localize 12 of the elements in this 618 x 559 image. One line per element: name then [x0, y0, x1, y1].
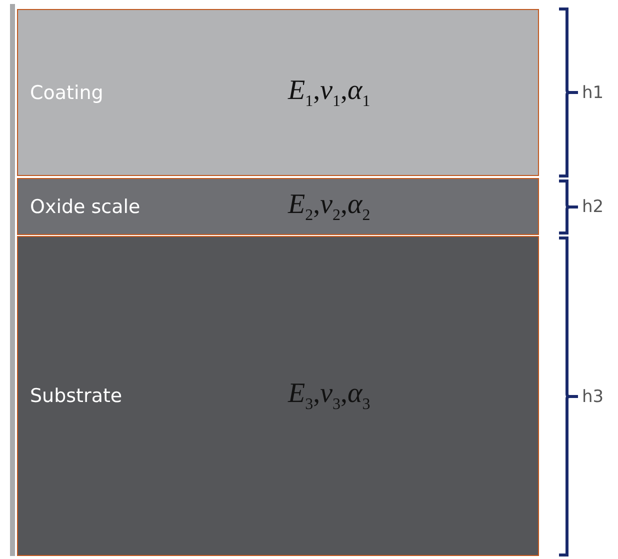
layer-box [17, 9, 539, 176]
material-properties: E$_{3}$,v$_{3}$,α$_{3}$ [288, 378, 370, 414]
layer-box [17, 236, 539, 556]
layer-box [17, 178, 539, 235]
layer-name: Substrate [30, 385, 122, 407]
height-label: h2 [582, 197, 604, 217]
material-properties: E$_{1}$,v$_{1}$,α$_{1}$ [288, 74, 370, 110]
layer-name: Oxide scale [30, 196, 140, 218]
height-label: h1 [582, 82, 604, 102]
height-label: h3 [582, 386, 604, 406]
layer-name: Coating [30, 82, 104, 104]
material-properties: E$_{2}$,v$_{2}$,α$_{2}$ [288, 188, 370, 224]
